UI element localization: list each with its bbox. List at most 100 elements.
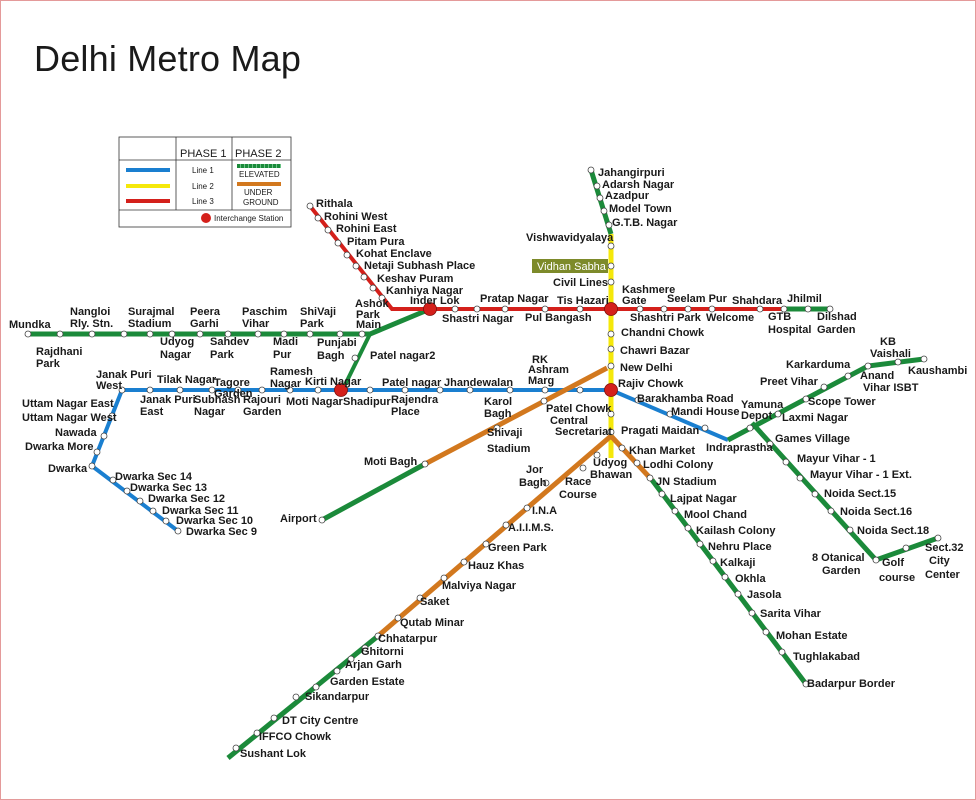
station-label[interactable]: Kailash Colony (696, 525, 776, 537)
station-label[interactable]: Rajouri (243, 394, 281, 406)
station-label[interactable]: Pratap Nagar (480, 293, 549, 305)
station-dot[interactable] (174, 527, 182, 535)
station-dot[interactable] (658, 490, 666, 498)
station-label[interactable]: Tilak Nagar (157, 374, 217, 386)
station-label[interactable]: Dwarka Sec 12 (148, 493, 225, 505)
station-dot[interactable] (270, 714, 278, 722)
station-label[interactable]: Center (925, 569, 961, 581)
station-dot[interactable] (633, 459, 641, 467)
station-label[interactable]: Dwarka Sec 9 (186, 526, 257, 538)
station-label[interactable]: Park (300, 318, 325, 330)
station-label[interactable]: Vishwavidyalaya (526, 232, 614, 244)
station-label[interactable]: Sikandarpur (305, 691, 370, 703)
station-dot[interactable] (232, 744, 240, 752)
station-label[interactable]: Nangloi (70, 306, 110, 318)
station-label[interactable]: Park (356, 309, 381, 321)
station-label[interactable]: DT City Centre (282, 715, 358, 727)
station-label[interactable]: Kanhiya Nagar (386, 285, 464, 297)
station-label[interactable]: Janak Puri (96, 369, 152, 381)
station-dot[interactable] (778, 648, 786, 656)
station-dot[interactable] (596, 194, 604, 202)
station-label[interactable]: Shastri Nagar (442, 313, 514, 325)
station-dot[interactable] (826, 305, 834, 313)
station-label[interactable]: Anand (860, 370, 894, 382)
station-label[interactable]: Rajiv Chowk (618, 378, 684, 390)
station-dot[interactable] (579, 464, 587, 472)
station-label[interactable]: Marg (528, 375, 554, 387)
station-dot[interactable] (336, 330, 344, 338)
station-label[interactable]: Madi (273, 336, 298, 348)
station-dot[interactable] (324, 226, 332, 234)
station-dot[interactable] (440, 574, 448, 582)
station-label[interactable]: Malviya Nagar (442, 580, 517, 592)
station-label[interactable]: Garden (214, 388, 253, 400)
station-dot[interactable] (421, 460, 429, 468)
station-label[interactable]: Golf (882, 557, 904, 569)
station-label[interactable]: Shadipur (343, 396, 391, 408)
station-label[interactable]: Jor (526, 464, 544, 476)
station-dot[interactable] (501, 305, 509, 313)
interchange-station[interactable] (604, 383, 618, 397)
station-dot[interactable] (253, 729, 261, 737)
station-label[interactable]: Vidhan Sabha (537, 261, 607, 273)
station-label[interactable]: Airport (280, 513, 317, 525)
station-label[interactable]: Sarita Vihar (760, 608, 822, 620)
station-label[interactable]: Mool Chand (684, 509, 747, 521)
station-dot[interactable] (234, 386, 242, 394)
station-label[interactable]: Paschim (242, 306, 287, 318)
station-label[interactable]: Tughlakabad (793, 651, 860, 663)
station-dot[interactable] (607, 278, 615, 286)
station-label[interactable]: Chhatarpur (378, 633, 438, 645)
station-label[interactable]: Mayur Vihar - 1 Ext. (810, 469, 912, 481)
station-label[interactable]: Kohat Enclave (356, 248, 432, 260)
station-label[interactable]: Nagar (160, 349, 192, 361)
station-dot[interactable] (734, 590, 742, 598)
station-dot[interactable] (314, 386, 322, 394)
station-dot[interactable] (872, 556, 880, 564)
station-label[interactable]: Pragati Maidan (621, 425, 700, 437)
station-dot[interactable] (314, 214, 322, 222)
station-label[interactable]: Jahangirpuri (598, 167, 665, 179)
station-dot[interactable] (696, 540, 704, 548)
station-dot[interactable] (466, 386, 474, 394)
station-dot[interactable] (318, 516, 326, 524)
station-dot[interactable] (93, 448, 101, 456)
station-label[interactable]: Inder Lok (410, 295, 460, 307)
station-label[interactable]: Rajdhani (36, 346, 82, 358)
station-dot[interactable] (361, 644, 369, 652)
station-dot[interactable] (827, 507, 835, 515)
station-label[interactable]: Patel nagar (382, 377, 442, 389)
station-dot[interactable] (902, 544, 910, 552)
station-label[interactable]: Rly. Stn. (70, 318, 113, 330)
station-dot[interactable] (920, 355, 928, 363)
station-label[interactable]: Udyog (160, 336, 194, 348)
station-label[interactable]: Bagh (484, 408, 512, 420)
station-label[interactable]: RK (532, 354, 548, 366)
station-dot[interactable] (934, 534, 942, 542)
station-dot[interactable] (280, 330, 288, 338)
station-dot[interactable] (108, 412, 116, 420)
station-label[interactable]: Bhawan (590, 469, 632, 481)
station-dot[interactable] (636, 305, 644, 313)
station-label[interactable]: Netaji Subhash Place (364, 260, 475, 272)
station-dot[interactable] (593, 451, 601, 459)
station-dot[interactable] (666, 410, 674, 418)
station-label[interactable]: ShiVaji (300, 306, 336, 318)
station-dot[interactable] (352, 262, 360, 270)
interchange-station[interactable] (423, 302, 437, 316)
station-dot[interactable] (671, 507, 679, 515)
station-dot[interactable] (56, 330, 64, 338)
station-label[interactable]: Jhandewalan (444, 377, 513, 389)
station-label[interactable]: Moti Nagar (286, 396, 344, 408)
station-label[interactable]: G.T.B. Nagar (612, 217, 678, 229)
station-dot[interactable] (258, 386, 266, 394)
station-label[interactable]: Pul Bangash (525, 312, 592, 324)
station-label[interactable]: Uttam Nagar East (22, 398, 114, 410)
station-label[interactable]: Games Village (775, 433, 850, 445)
station-dot[interactable] (120, 330, 128, 338)
station-label[interactable]: Rohini West (324, 211, 388, 223)
station-label[interactable]: Jasola (747, 589, 782, 601)
station-dot[interactable] (721, 573, 729, 581)
station-label[interactable]: Sushant Lok (240, 748, 307, 760)
station-dot[interactable] (196, 330, 204, 338)
